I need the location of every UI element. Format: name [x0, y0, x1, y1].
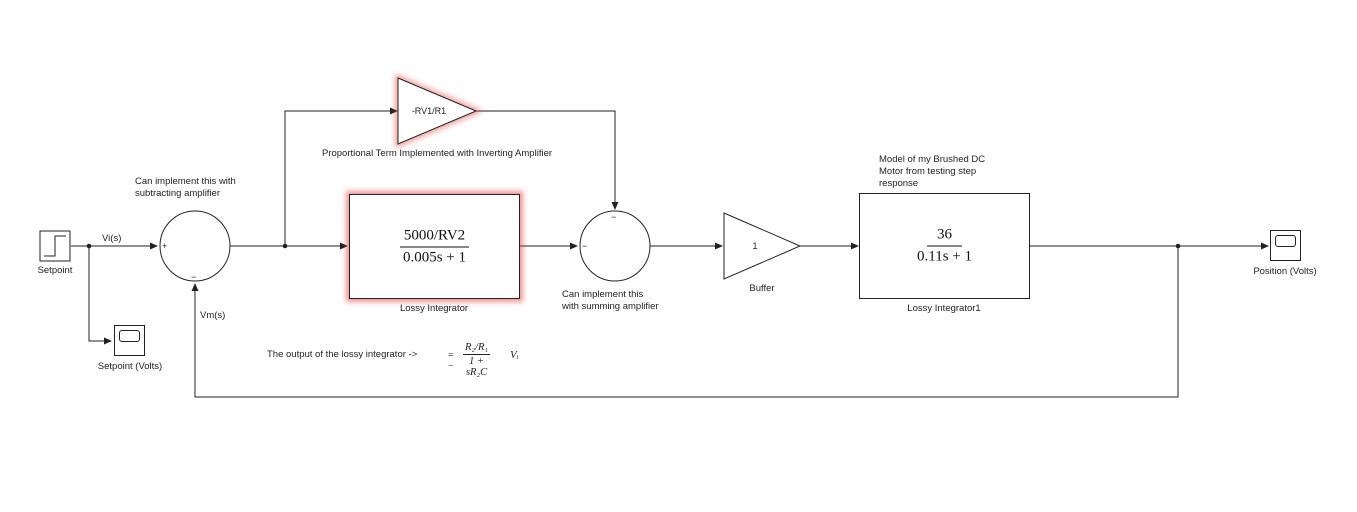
signal-label-vi: Vi(s): [102, 233, 122, 244]
position-scope-block[interactable]: [1270, 230, 1301, 261]
lossy-integrator-numerator: 5000/RV2: [399, 227, 470, 247]
sum1-minus-sign: −: [191, 272, 196, 282]
step-icon: [44, 235, 66, 257]
lossy-output-annotation: The output of the lossy integrator ->: [267, 349, 418, 360]
buffer-gain-block[interactable]: [723, 212, 802, 280]
signal-gain-to-sum2[interactable]: [476, 110, 619, 210]
motor-model-denominator: 0.11s + 1: [917, 248, 972, 265]
setpoint-scope-block[interactable]: [114, 325, 145, 356]
branch-point-position: [1175, 243, 1181, 249]
setpoint-label: Setpoint: [37, 265, 73, 276]
sum-block-1[interactable]: [159, 210, 231, 282]
motor-model-transfer-function: 36 0.11s + 1: [860, 227, 1029, 266]
signal-label-vm: Vm(s): [200, 310, 226, 321]
sum2-top-minus-sign: −: [611, 212, 616, 222]
scope-icon: [119, 330, 140, 342]
formula-fraction: R₂/R₁ 1 + sR₂C: [463, 342, 491, 378]
branch-point-error: [282, 243, 288, 249]
formula-denominator: 1 + sR₂C: [465, 356, 488, 378]
proportional-gain-block[interactable]: [397, 77, 478, 145]
sum1-plus-sign: +: [162, 241, 167, 251]
sum2-left-minus-sign: −: [582, 241, 587, 251]
sum2-annotation: Can implement this with summing amplifie…: [562, 289, 659, 312]
motor-model-numerator: 36: [927, 227, 962, 247]
motor-model-label: Lossy Integrator1: [907, 303, 981, 314]
signal-feedback-path[interactable]: [191, 246, 1179, 398]
formula-suffix: Vᵢ: [510, 349, 519, 361]
formula-prefix: = −: [448, 350, 454, 372]
lossy-integrator-block[interactable]: 5000/RV2 0.005s + 1: [349, 194, 520, 299]
setpoint-scope-label: Setpoint (Volts): [97, 361, 163, 372]
signal-branch-to-proportional-gain[interactable]: [284, 107, 398, 246]
buffer-label: Buffer: [749, 283, 775, 294]
sum-block-2[interactable]: [579, 210, 651, 282]
signal-branch-to-setpoint-scope[interactable]: [88, 246, 112, 345]
buffer-gain-text: 1: [752, 241, 757, 251]
scope-icon: [1275, 235, 1296, 247]
proportional-gain-caption: Proportional Term Implemented with Inver…: [321, 148, 553, 159]
motor-model-block[interactable]: 36 0.11s + 1: [859, 193, 1030, 299]
position-scope-label: Position (Volts): [1253, 266, 1317, 277]
lossy-integrator-transfer-function: 5000/RV2 0.005s + 1: [350, 227, 519, 266]
lossy-integrator-denominator: 0.005s + 1: [402, 249, 467, 265]
lossy-integrator-label: Lossy Integrator: [399, 303, 469, 314]
branch-point-setpoint: [86, 243, 92, 249]
motor-annotation: Model of my Brushed DC Motor from testin…: [879, 154, 986, 189]
sum1-annotation: Can implement this with subtracting ampl…: [135, 176, 236, 199]
proportional-gain-text: -RV1/R1: [412, 106, 446, 116]
formula-numerator: R₂/R₁: [463, 342, 491, 355]
